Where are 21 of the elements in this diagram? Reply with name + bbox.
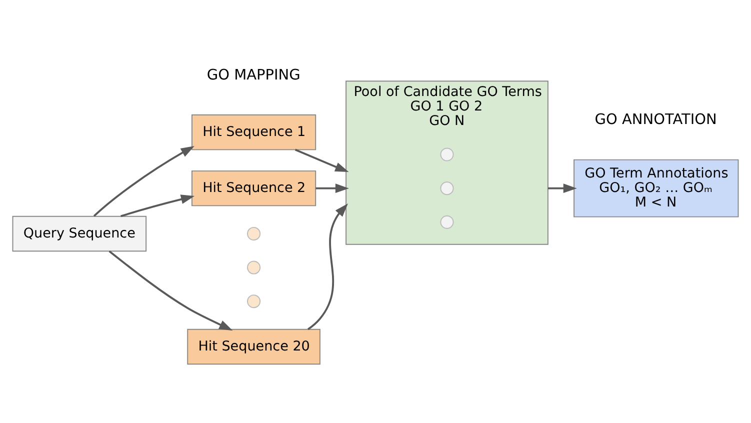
node-circle (247, 294, 261, 308)
node-circle (247, 226, 261, 240)
arrow (307, 204, 348, 330)
arrow (294, 148, 349, 172)
cluster: Pool of Candidate GO Terms GO 1 GO 2 GO N (346, 80, 548, 245)
label: GO MAPPING (206, 68, 300, 84)
node-circle (247, 260, 261, 274)
node-box: Query Sequence (12, 216, 147, 252)
label: GO ANNOTATION (594, 112, 717, 128)
node-box: Hit Sequence 1 (191, 114, 316, 150)
node-circle (440, 215, 454, 229)
node-box: Hit Sequence 20 (187, 328, 320, 365)
node-circle (440, 148, 454, 162)
arrow (120, 194, 195, 218)
arrow (93, 146, 194, 217)
arrow (548, 184, 577, 194)
node-box: Hit Sequence 2 (191, 170, 316, 206)
arrow (316, 184, 349, 194)
node-box: GO Term Annotations GO₁, GO₂ … GOₘ M < N (574, 159, 739, 218)
arrow (108, 250, 233, 331)
node-circle (440, 182, 454, 196)
